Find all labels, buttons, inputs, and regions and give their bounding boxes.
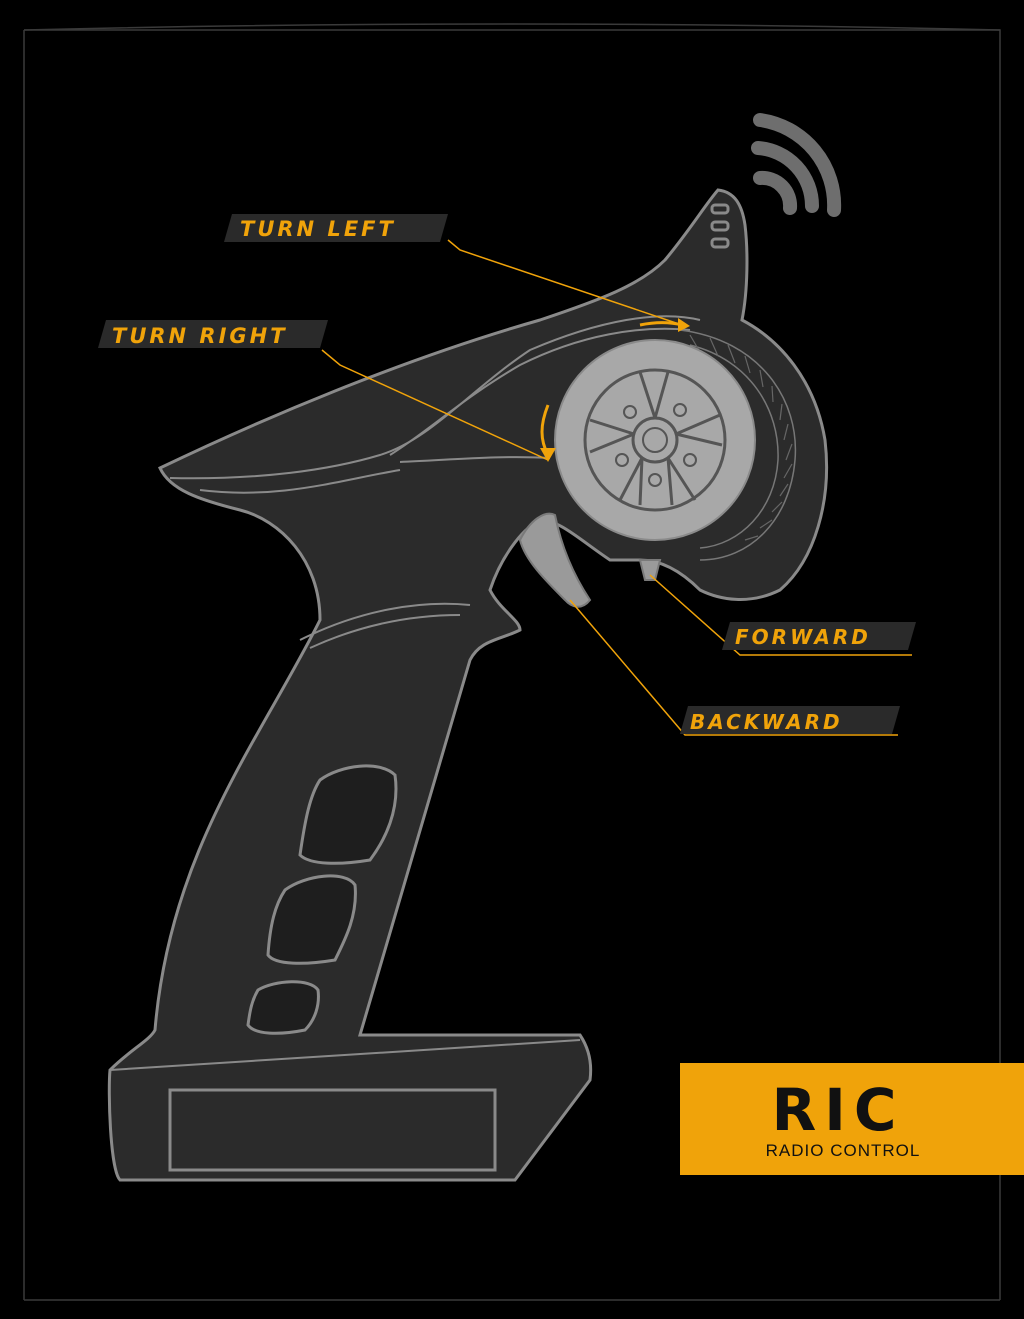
brand-subtitle: RADIO CONTROL — [766, 1141, 921, 1160]
brand-badge: RIC RADIO CONTROL — [680, 1063, 1024, 1175]
brand-logo: RIC — [772, 1076, 905, 1144]
label-turn-left: TURN LEFT — [224, 214, 448, 242]
label-forward-text: FORWARD — [735, 625, 871, 649]
label-forward: FORWARD — [722, 622, 916, 650]
label-backward-text: BACKWARD — [690, 710, 843, 734]
grip-pad-lower — [248, 982, 318, 1034]
wireless-signal-icon — [758, 120, 834, 210]
label-turn-left-text: TURN LEFT — [240, 217, 396, 241]
label-turn-right: TURN RIGHT — [98, 320, 328, 348]
label-turn-right-text: TURN RIGHT — [112, 324, 288, 348]
label-backward: BACKWARD — [680, 706, 900, 734]
